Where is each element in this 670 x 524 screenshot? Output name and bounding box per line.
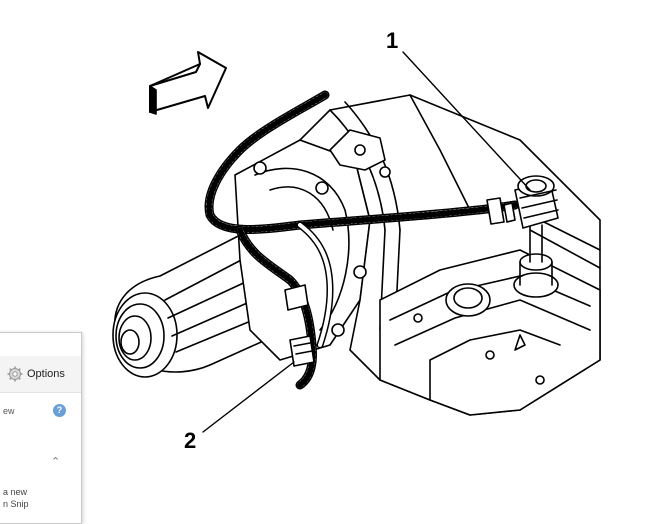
transmission-diagram [112, 51, 601, 433]
help-icon[interactable]: ? [53, 404, 66, 417]
leader-line-1 [402, 51, 531, 191]
direction-arrow-icon [149, 51, 227, 115]
chevron-up-icon[interactable]: ⌃ [51, 456, 61, 468]
callout-2-label: 2 [184, 428, 197, 453]
transmission-body [112, 94, 601, 416]
callout-1-label: 1 [386, 28, 399, 53]
snip-description: a new n Snip [3, 487, 29, 509]
snip-toolbar: Options [0, 356, 81, 393]
options-button[interactable]: Options [7, 364, 65, 384]
new-label: ew [3, 406, 15, 416]
connector-2 [284, 284, 315, 367]
leader-line-2 [202, 361, 295, 433]
options-label: Options [27, 368, 65, 380]
snipping-tool-window: Options ew ? ⌃ a new n Snip [0, 332, 82, 524]
gear-icon [7, 366, 23, 382]
